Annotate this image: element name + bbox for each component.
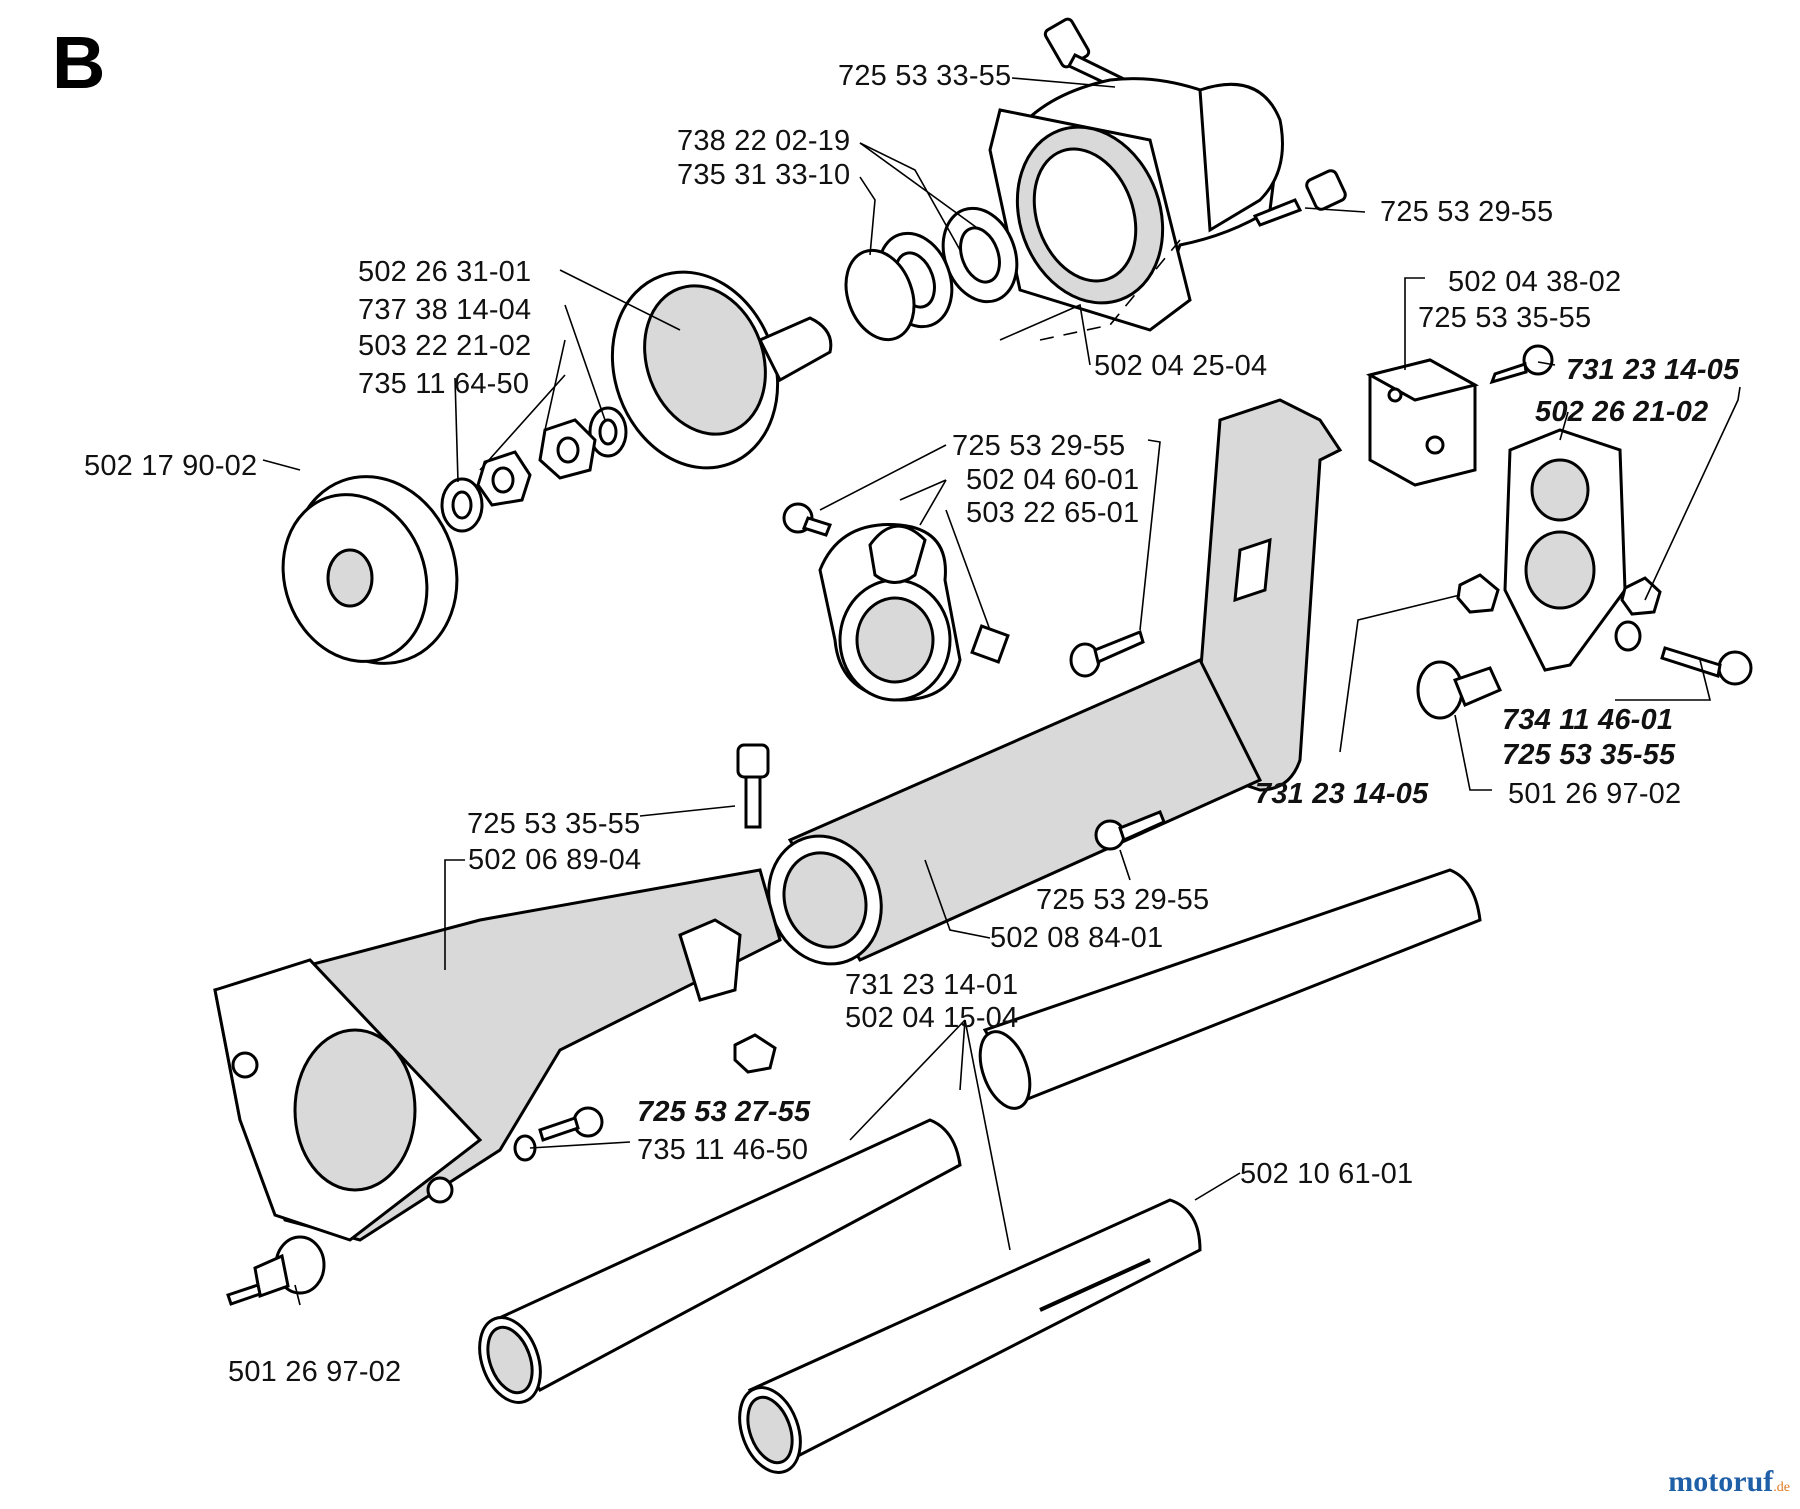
square-nut (970, 624, 1010, 664)
bolt-middle (1069, 629, 1145, 678)
watermark-suffix: .de (1773, 1480, 1790, 1495)
bearings (844, 206, 1019, 342)
section-letter: B (52, 21, 106, 104)
part-label: 735 11 64-50 (358, 368, 530, 400)
part-label: 731 23 14-01 (845, 969, 1019, 1001)
handle-block (1365, 358, 1480, 487)
switch-right (1416, 660, 1502, 720)
bolt-vertical (736, 743, 770, 829)
part-label: 725 53 33-55 (838, 60, 1012, 92)
bolt-right (1489, 344, 1554, 385)
part-label: 725 53 35-55 (1502, 739, 1676, 771)
part-label: 502 26 31-01 (358, 256, 532, 288)
part-label: 725 53 29-55 (952, 430, 1126, 462)
part-label: 734 11 46-01 (1502, 704, 1674, 736)
part-label: 502 10 61-01 (1240, 1158, 1414, 1190)
bolt-clamp (782, 502, 832, 537)
bolt-lower (513, 1106, 604, 1162)
part-label: 737 38 14-04 (358, 294, 532, 326)
part-label: 725 53 35-55 (467, 808, 641, 840)
part-label: 503 22 65-01 (966, 497, 1140, 529)
part-label: 503 22 21-02 (358, 330, 532, 362)
shaft-tubes (478, 868, 1482, 1474)
part-label: 502 04 38-02 (1448, 266, 1622, 298)
hex-nut (733, 1033, 777, 1074)
clutch-drum (610, 270, 833, 470)
nut-right-a (1456, 573, 1500, 614)
part-label: 731 23 14-05 (1566, 354, 1740, 386)
bolt-far-right (1660, 646, 1753, 686)
watermark-logo: motoruf.de (1668, 1467, 1790, 1497)
tube-housing (213, 868, 782, 1242)
part-label: 502 08 84-01 (990, 922, 1164, 954)
part-label: 502 17 90-02 (84, 450, 258, 482)
bolt-side (1252, 169, 1347, 227)
bolt-small (1094, 810, 1166, 851)
washer-right (1614, 620, 1642, 652)
part-label: 502 04 60-01 (966, 464, 1140, 496)
washers-nuts (440, 406, 628, 533)
nut-right-b (1620, 576, 1662, 616)
part-label: 725 53 35-55 (1418, 302, 1592, 334)
part-label: 501 26 97-02 (228, 1356, 402, 1388)
handle-shroud (1503, 428, 1627, 672)
leader-lines (262, 77, 1741, 1306)
part-label: 731 23 14-05 (1255, 778, 1429, 810)
main-handle (767, 398, 1343, 966)
watermark-brand: motoruf (1668, 1465, 1774, 1498)
part-label: 735 31 33-10 (677, 159, 851, 191)
part-label: 725 53 29-55 (1036, 884, 1210, 916)
part-label: 502 04 25-04 (1094, 350, 1268, 382)
part-label: 725 53 27-55 (637, 1096, 811, 1128)
clutch-assembly (281, 475, 459, 665)
part-label: 502 04 15-04 (845, 1002, 1019, 1034)
part-label: 502 06 89-04 (468, 844, 642, 876)
part-label: 735 11 46-50 (637, 1134, 809, 1166)
part-label: 502 26 21-02 (1535, 396, 1709, 428)
part-label: 501 26 97-02 (1508, 778, 1682, 810)
gear-housing (988, 77, 1284, 332)
part-label: 725 53 29-55 (1380, 196, 1554, 228)
handle-clamp (818, 523, 962, 702)
switch-left (226, 1235, 326, 1306)
part-label: 738 22 02-19 (677, 125, 851, 157)
